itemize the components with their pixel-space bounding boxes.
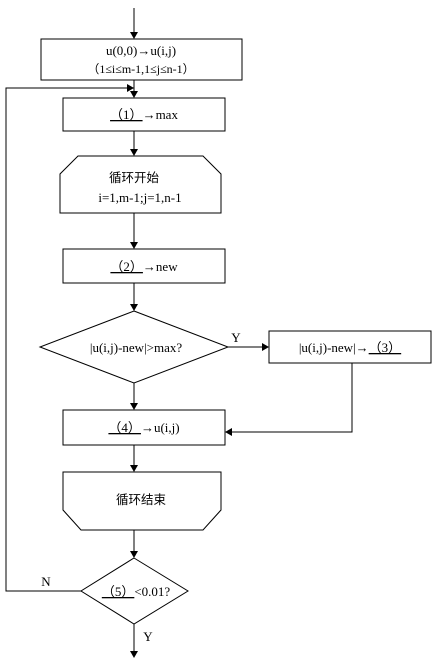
step2-text: （2）→new — [110, 259, 178, 274]
step1-arrow-glyph: → — [143, 107, 156, 122]
connector-loopend-final-arrowhead — [130, 551, 138, 558]
init-line2: （1≤i≤m-1,1≤j≤n-1） — [87, 62, 194, 76]
step3-box — [268, 330, 432, 364]
loop-back-arrowhead — [127, 84, 134, 92]
step4-blank: （4） — [108, 420, 141, 435]
init-arrow-glyph: → — [137, 43, 150, 58]
step4-box — [62, 409, 226, 446]
decision-text: |u(i,j)-new|>max? — [90, 340, 183, 355]
step1-text: （1）→max — [110, 107, 178, 122]
loop-start-range: i=1,m-1;j=1,n-1 — [98, 190, 181, 205]
step2-blank: （2） — [110, 259, 143, 274]
init-line1: u(0,0)→u(i,j) — [106, 43, 176, 58]
step2-box — [62, 248, 226, 284]
loop-back-line — [5, 87, 134, 592]
step3-blank: （3） — [369, 340, 402, 355]
connector-step3-step4-arrowhead — [225, 428, 232, 436]
branch-yes-label: Y — [231, 330, 241, 345]
connector-step3-step4 — [226, 363, 353, 433]
step3-arrow-glyph: → — [356, 340, 369, 355]
loop-start-title: 循环开始 — [109, 170, 160, 185]
exit-arrowhead — [130, 651, 138, 658]
connector-decision-step4-arrowhead — [130, 403, 138, 410]
init-box — [40, 38, 243, 81]
step4-arrow-glyph: → — [141, 420, 154, 435]
step1-blank: （1） — [110, 107, 143, 122]
connector-decision-step3-arrowhead — [262, 343, 269, 351]
final-decision-text: （5）<0.01? — [102, 584, 171, 599]
step2-arrow-glyph: → — [143, 259, 156, 274]
final-yes-label: Y — [143, 629, 153, 644]
final-decision-blank: （5） — [102, 584, 135, 599]
step1-box — [62, 97, 226, 132]
connector-init-step1-arrowhead — [130, 91, 138, 98]
connector-step1-loopstart-arrowhead — [130, 149, 138, 156]
connector-loopstart-step2-arrowhead — [130, 242, 138, 249]
connector-step2-decision-arrowhead — [130, 304, 138, 311]
final-no-label: N — [41, 574, 51, 589]
step3-text: |u(i,j)-new|→（3） — [299, 340, 401, 355]
step4-text: （4）→u(i,j) — [108, 420, 179, 435]
loop-end-shape — [62, 471, 222, 531]
loop-end-title: 循环结束 — [116, 492, 167, 507]
loop-start-shape — [59, 155, 222, 214]
entry-arrowhead — [130, 32, 138, 39]
connector-step4-loopend-arrowhead — [130, 465, 138, 472]
